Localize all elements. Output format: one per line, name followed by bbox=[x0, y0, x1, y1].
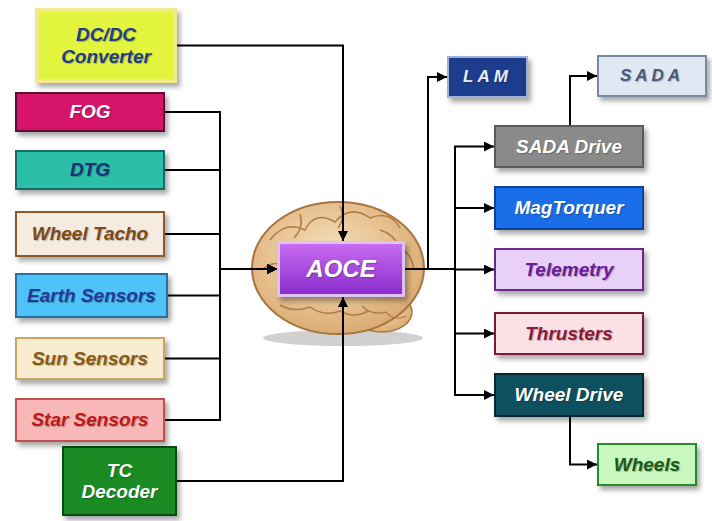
box-label: AOCE bbox=[302, 256, 379, 283]
actuator-box: Thrusters bbox=[494, 312, 644, 355]
sensor-box: Sun Sensors bbox=[15, 337, 165, 380]
brain-illustration bbox=[252, 202, 424, 346]
sensor-box: Earth Sensors bbox=[15, 273, 168, 318]
box-label: LAM bbox=[459, 67, 516, 86]
box-label: DC/DC Converter bbox=[39, 24, 173, 67]
actuator-box: SADA bbox=[597, 55, 707, 97]
box-label: TC Decoder bbox=[64, 460, 175, 503]
box-label: Earth Sensors bbox=[23, 285, 160, 306]
box-label: Wheels bbox=[610, 454, 685, 475]
signal-arrow bbox=[165, 112, 277, 269]
controller-box: AOCE bbox=[277, 241, 405, 297]
signal-arrow bbox=[168, 269, 277, 296]
signal-arrow bbox=[570, 76, 597, 125]
box-label: Wheel Tacho bbox=[28, 223, 152, 244]
drive-box: SADA Drive bbox=[494, 125, 644, 168]
gyro-box: FOG bbox=[15, 92, 165, 132]
signal-arrow bbox=[177, 46, 343, 242]
module-box: LAM bbox=[447, 56, 528, 98]
drive-box: Wheel Drive bbox=[494, 373, 644, 417]
signal-arrow bbox=[165, 170, 277, 269]
signal-arrow bbox=[177, 297, 343, 481]
signal-arrow bbox=[165, 234, 277, 269]
signal-arrow bbox=[570, 417, 597, 465]
signal-arrow bbox=[405, 77, 447, 269]
signal-arrow bbox=[405, 269, 494, 334]
box-label: SADA bbox=[616, 66, 688, 85]
box-label: DTG bbox=[66, 159, 114, 180]
box-label: SADA Drive bbox=[512, 136, 626, 157]
actuator-box: Wheels bbox=[597, 443, 697, 486]
gyro-box: DTG bbox=[15, 150, 165, 190]
sensor-box: Star Sensors bbox=[15, 398, 165, 442]
box-label: FOG bbox=[65, 101, 114, 122]
box-label: Wheel Drive bbox=[511, 384, 628, 405]
telemetry-box: Telemetry bbox=[494, 248, 644, 291]
power-converter-box: DC/DC Converter bbox=[35, 8, 177, 83]
decoder-box: TC Decoder bbox=[62, 446, 177, 516]
tacho-box: Wheel Tacho bbox=[15, 211, 165, 257]
signal-arrow bbox=[405, 269, 494, 395]
box-label: Thrusters bbox=[521, 323, 617, 344]
box-label: Star Sensors bbox=[27, 409, 152, 430]
box-label: MagTorquer bbox=[510, 197, 627, 218]
actuator-box: MagTorquer bbox=[494, 186, 644, 230]
signal-arrow bbox=[165, 269, 277, 420]
box-label: Sun Sensors bbox=[28, 348, 152, 369]
box-label: Telemetry bbox=[520, 259, 617, 280]
signal-arrow bbox=[405, 208, 494, 269]
signal-arrow bbox=[405, 147, 494, 270]
